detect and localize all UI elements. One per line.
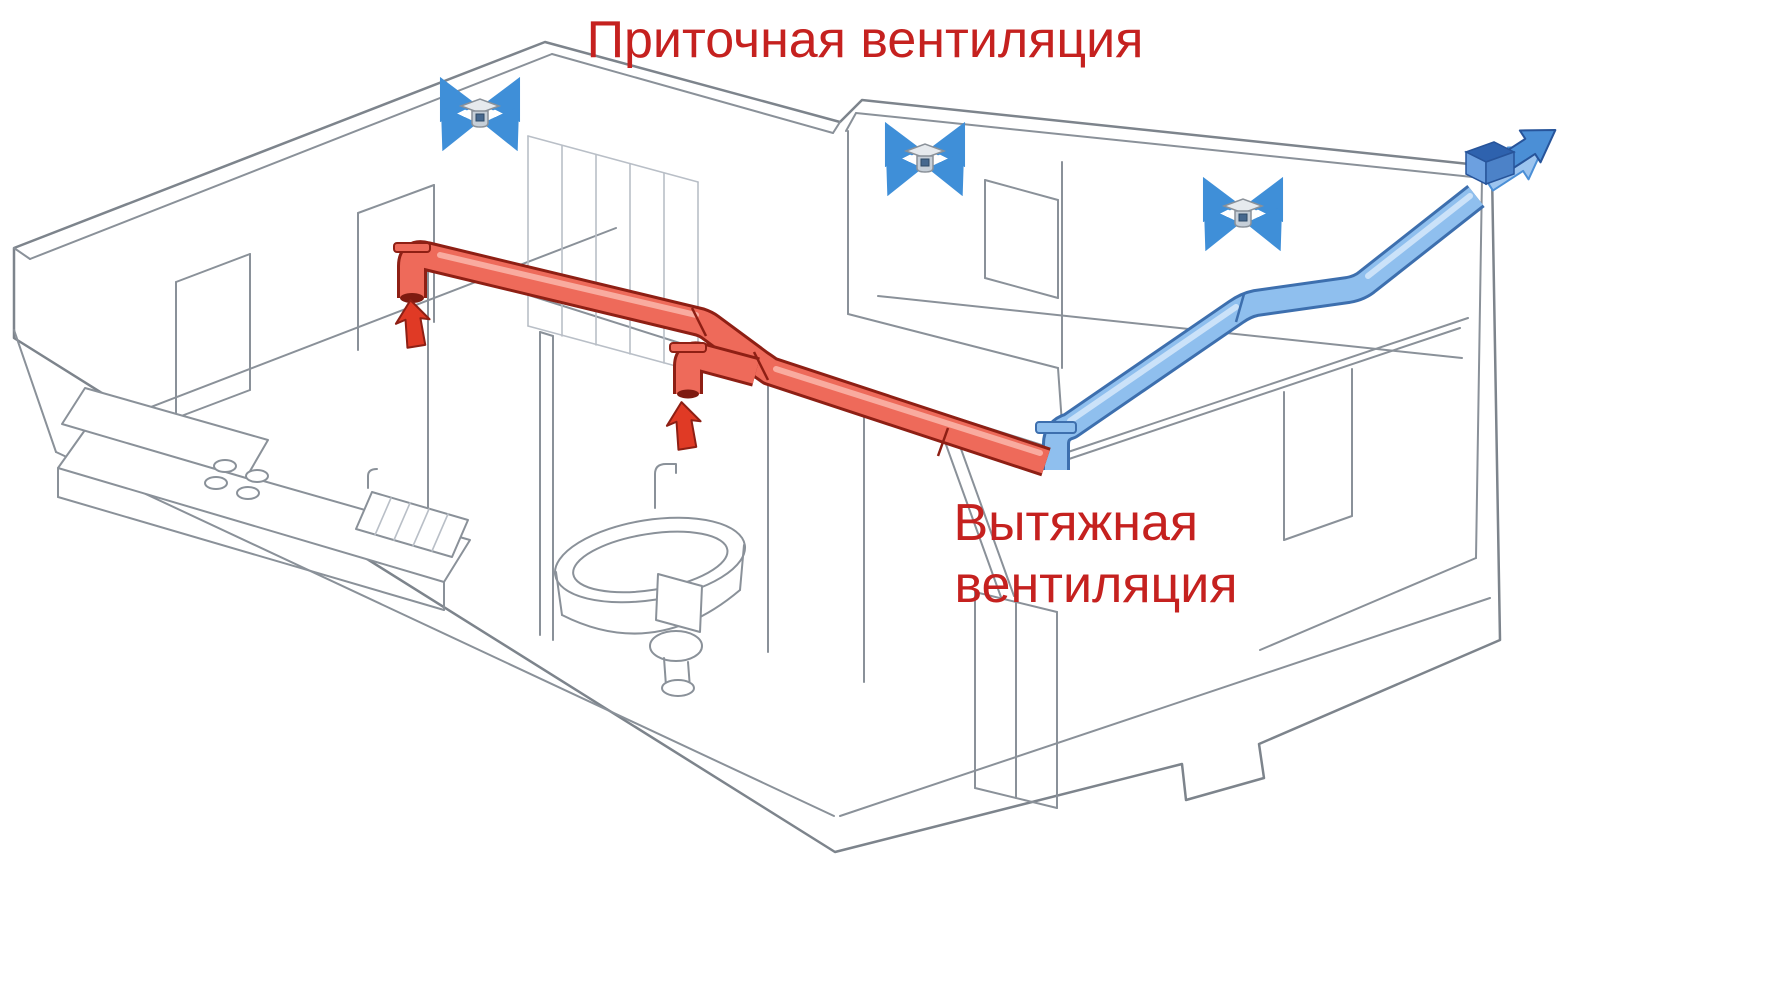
window-opening (984, 179, 1059, 299)
red-duct-flange-1 (393, 242, 431, 253)
wardrobe (974, 591, 1058, 809)
bathtub (553, 516, 747, 635)
kitchen-faucet-icon (367, 468, 378, 489)
supply-ventilation-title: Приточная вентиляция (587, 11, 1144, 69)
outlet-box (1464, 141, 1516, 186)
toilet (649, 573, 703, 697)
middle-room (847, 130, 1065, 453)
red-duct-intake-opening-2 (677, 389, 699, 399)
red-duct-flange-2 (669, 342, 707, 353)
bath-faucet-icon (654, 463, 677, 509)
outdoor-outlet (1464, 113, 1567, 200)
kitchen (57, 387, 471, 611)
red-duct-joints (690, 307, 950, 457)
exhaust-duct-red (393, 240, 1051, 477)
bathroom (553, 463, 747, 697)
exhaust-ventilation-label: Вытяжная вентиляция (953, 494, 1237, 614)
doorway-opening-left (175, 253, 251, 419)
bathroom-wall (539, 331, 554, 641)
blue-duct-flange (1035, 421, 1077, 434)
stove-burners (204, 459, 269, 500)
right-room-wall (1059, 317, 1469, 541)
wall-top-edges (13, 53, 1489, 260)
red-duct-intake-opening-1 (400, 293, 424, 303)
kitchen-sink (355, 468, 469, 558)
building (12, 40, 1502, 854)
exhaust-label-line2: вентиляция (954, 556, 1237, 614)
discharge-duct-blue (1035, 184, 1485, 470)
exhaust-label-line1: Вытяжная (953, 494, 1198, 552)
kitchen-counter-front (57, 467, 445, 611)
